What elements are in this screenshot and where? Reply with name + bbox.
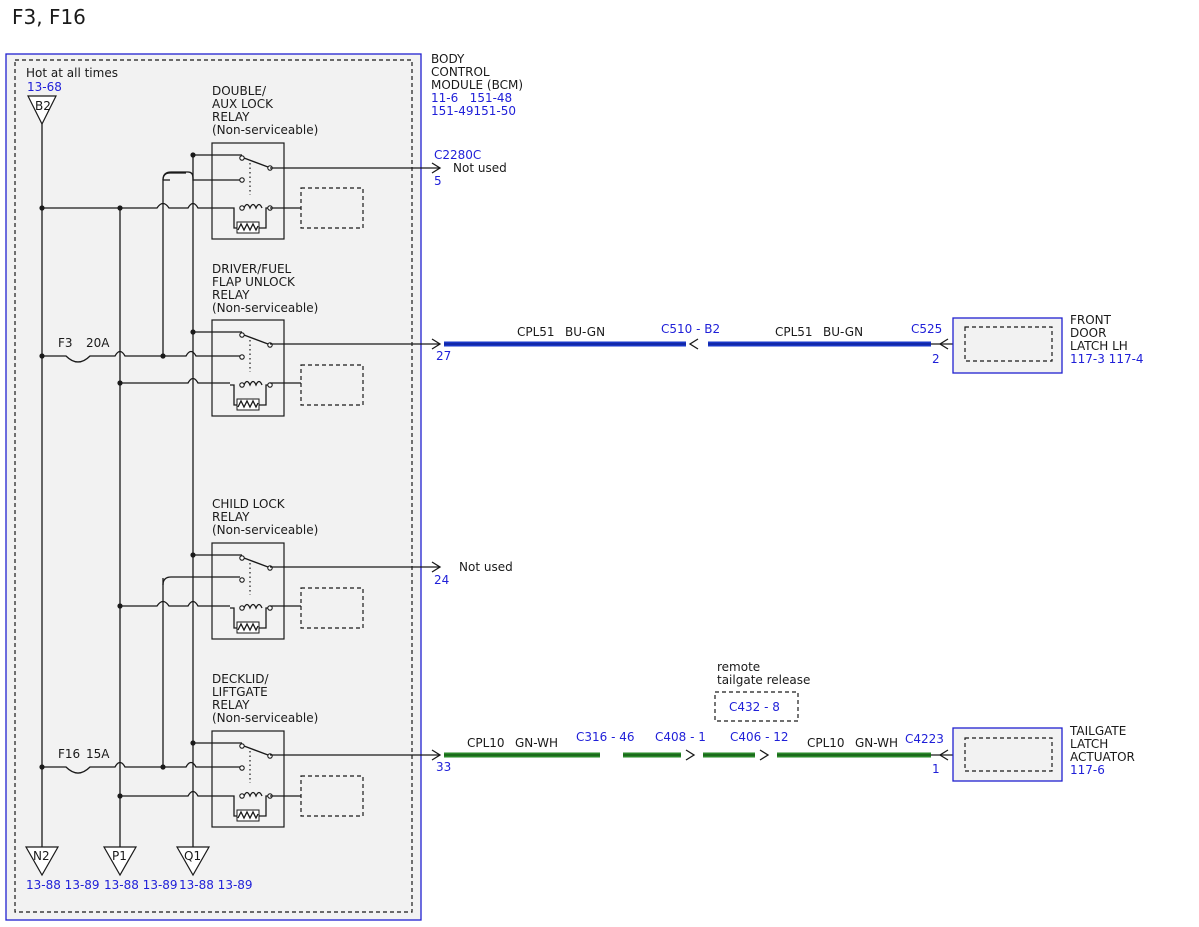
relay-4-label-line-1: DECKLID/ <box>212 672 270 686</box>
fuse-f16-rating: 15A <box>86 747 110 761</box>
remote-label-line-2: tailgate release <box>717 673 810 687</box>
ground-q1-pin: Q1 <box>184 849 201 863</box>
circuit-cpl10 <box>444 749 964 761</box>
circuit2-end-pin: 1 <box>932 762 940 776</box>
relay-3-label-line-2: RELAY <box>212 510 250 524</box>
component1-line-1: FRONT <box>1070 313 1112 327</box>
circuit1-seg2-color: BU-GN <box>823 325 863 339</box>
circuit2-seg1-circuit: CPL10 <box>467 736 505 750</box>
front-door-latch-outline <box>952 317 1063 374</box>
supply-label: Hot at all times <box>26 66 118 80</box>
bcm-refs-line-2: 151-49151-50 <box>431 104 516 118</box>
front-door-latch-inner <box>964 326 1053 362</box>
circuit2-end-connector: C4223 <box>905 732 944 746</box>
component1-line-3: LATCH LH <box>1070 339 1128 353</box>
junction-dots <box>39 152 196 799</box>
bcm-refs-line-1: 11-6 151-48 <box>431 91 512 105</box>
ground-q1-refs: 13-88 13-89 <box>179 878 253 892</box>
circuit1-seg1-color: BU-GN <box>565 325 605 339</box>
remote-connector: C432 - 8 <box>729 700 780 714</box>
relay-1-label-line-4: (Non-serviceable) <box>212 123 318 137</box>
ground-q1-triangle <box>175 846 211 877</box>
relay-4-label-line-4: (Non-serviceable) <box>212 711 318 725</box>
component1-refs: 117-3 117-4 <box>1070 352 1144 366</box>
pin-24: 24 <box>434 573 449 587</box>
circuit1-inline-connector: C510 - B2 <box>661 322 720 336</box>
ground-n2-refs: 13-88 13-89 <box>26 878 100 892</box>
bcm-name-line-1: BODY <box>431 52 465 66</box>
circuit1-end-connector: C525 <box>911 322 942 336</box>
circuit2-inline-1: C316 - 46 <box>576 730 635 744</box>
ground-p1-refs: 13-88 13-89 <box>104 878 178 892</box>
relay-2-label-line-1: DRIVER/FUEL <box>212 262 292 276</box>
relay-2-label-line-3: RELAY <box>212 288 250 302</box>
component2-refs: 117-6 <box>1070 763 1105 777</box>
circuit2-seg1-color: GN-WH <box>515 736 558 750</box>
component2-line-1: TAILGATE <box>1069 724 1126 738</box>
relay-2-label-line-2: FLAP UNLOCK <box>212 275 296 289</box>
component2-line-2: LATCH <box>1070 737 1108 751</box>
ground-n2-triangle <box>24 846 60 877</box>
remote-label-line-1: remote <box>717 660 760 674</box>
ground-n2-pin: N2 <box>33 849 50 863</box>
relay-1-label-line-1: DOUBLE/ <box>212 84 267 98</box>
bcm-inner-dashed-outline <box>14 59 413 913</box>
circuit-cpl51 <box>444 338 964 350</box>
circuit2-bcm-pin: 33 <box>436 760 451 774</box>
circuit1-end-pin: 2 <box>932 352 940 366</box>
circuit2-seg2-color: GN-WH <box>855 736 898 750</box>
fuse-f3-name: F3 <box>58 336 73 350</box>
f16-fuse-wire <box>42 761 240 774</box>
supply-pin-triangle <box>27 95 57 126</box>
tailgate-latch-inner <box>964 737 1053 772</box>
relay-1-label-line-3: RELAY <box>212 110 250 124</box>
circuit1-seg2-circuit: CPL51 <box>775 325 813 339</box>
relay-4-label-line-2: LIFTGATE <box>212 685 268 699</box>
component1-line-2: DOOR <box>1070 326 1106 340</box>
relay-3-label-line-1: CHILD LOCK <box>212 497 286 511</box>
bcm-name-line-2: CONTROL <box>431 65 490 79</box>
circuit2-inline-3: C406 - 12 <box>730 730 789 744</box>
c2280c-pin: 5 <box>434 174 442 188</box>
circuit1-bcm-pin: 27 <box>436 349 451 363</box>
relay-2-label-line-4: (Non-serviceable) <box>212 301 318 315</box>
circuit2-inline-2: C408 - 1 <box>655 730 706 744</box>
pin-24-note: Not used <box>459 560 513 574</box>
fuse-f3-rating: 20A <box>86 336 110 350</box>
component2-line-3: ACTUATOR <box>1070 750 1135 764</box>
supply-pin: B2 <box>35 99 51 113</box>
circuit2-seg2-circuit: CPL10 <box>807 736 845 750</box>
c2280c-connector: C2280C <box>434 148 481 162</box>
relay-3-label-line-3: (Non-serviceable) <box>212 523 318 537</box>
relay-4-label-line-3: RELAY <box>212 698 250 712</box>
relay-1-label-line-2: AUX LOCK <box>212 97 274 111</box>
f3-fuse-wire <box>42 350 240 363</box>
fuse-f16-name: F16 <box>58 747 80 761</box>
bcm-name-line-3: MODULE (BCM) <box>431 78 523 92</box>
c2280c-note: Not used <box>453 161 507 175</box>
tailgate-latch-outline <box>952 727 1063 782</box>
diagram-title: F3, F16 <box>12 5 86 29</box>
ground-p1-triangle <box>102 846 138 877</box>
circuit1-seg1-circuit: CPL51 <box>517 325 555 339</box>
supply-ref: 13-68 <box>27 80 62 94</box>
ground-p1-pin: P1 <box>112 849 127 863</box>
